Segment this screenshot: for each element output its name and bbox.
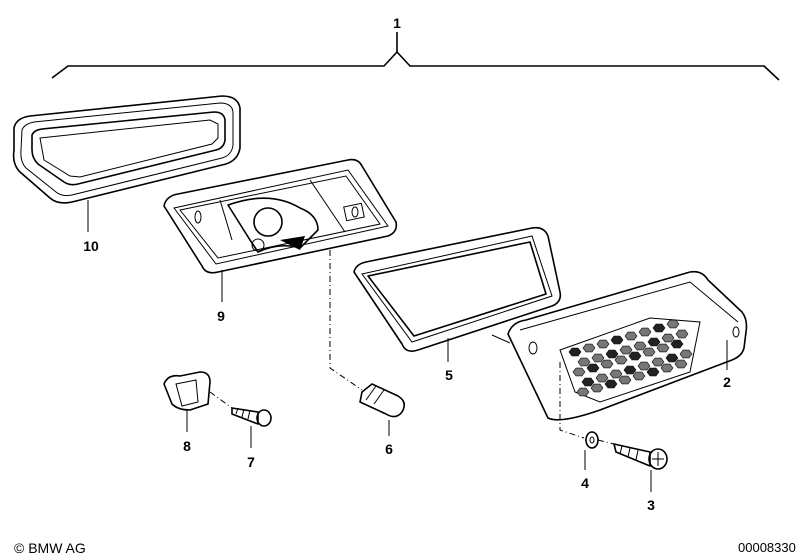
hex-cell <box>646 367 660 377</box>
hex-cell <box>600 359 614 369</box>
part-5-gasket <box>353 226 562 362</box>
hex-cell <box>660 363 674 373</box>
hex-cell <box>582 343 596 353</box>
hex-cell <box>618 375 632 385</box>
callout-4: 4 <box>581 475 589 491</box>
hex-cell <box>675 329 689 339</box>
assembly-bracket <box>51 32 780 81</box>
copyright-text: © BMW AG <box>14 540 86 556</box>
hex-cell <box>596 339 610 349</box>
hex-cell <box>605 349 619 359</box>
bulb-leader <box>329 250 363 391</box>
hex-cell <box>619 345 633 355</box>
hex-cell <box>586 363 600 373</box>
hex-cell <box>628 351 642 361</box>
washer-leader <box>559 362 585 439</box>
callout-1: 1 <box>393 15 401 31</box>
callout-2: 2 <box>723 374 731 390</box>
hex-cell <box>577 357 591 367</box>
callout-5: 5 <box>445 367 453 383</box>
part-9-housing <box>163 158 398 302</box>
hex-cell <box>632 371 646 381</box>
part-3-screw <box>613 443 668 492</box>
hex-cell <box>591 353 605 363</box>
hex-cell <box>656 343 670 353</box>
hex-cell <box>610 335 624 345</box>
hex-cell <box>670 339 684 349</box>
part-7-screw <box>231 407 272 448</box>
hex-cell <box>642 347 656 357</box>
hex-cell <box>568 347 582 357</box>
hex-cell <box>633 341 647 351</box>
hex-cell <box>651 357 665 367</box>
image-number: 00008330 <box>738 540 796 555</box>
hex-cell <box>590 383 604 393</box>
hex-cell <box>609 369 623 379</box>
hex-cell <box>581 377 595 387</box>
screw-3-leader <box>597 439 615 445</box>
hex-cell <box>652 323 666 333</box>
callout-3: 3 <box>647 497 655 513</box>
hex-pattern <box>568 319 693 397</box>
hex-cell <box>595 373 609 383</box>
hex-cell <box>647 337 661 347</box>
hex-cell <box>572 367 586 377</box>
hex-cell <box>604 379 618 389</box>
hex-cell <box>576 387 590 397</box>
hex-cell <box>666 319 680 329</box>
hex-cell <box>624 331 638 341</box>
hex-cell <box>614 355 628 365</box>
part-10-gasket <box>12 95 241 232</box>
hex-cell <box>661 333 675 343</box>
part-2-lens <box>491 270 748 421</box>
callout-10: 10 <box>83 238 99 254</box>
part-4-washer <box>584 431 599 470</box>
hex-cell <box>679 349 693 359</box>
callout-7: 7 <box>247 454 255 470</box>
screw-7-leader <box>209 391 233 409</box>
hex-cell <box>637 361 651 371</box>
part-6-bulb <box>359 383 406 436</box>
callout-9: 9 <box>217 308 225 324</box>
part-8-clip <box>163 371 211 432</box>
callout-8: 8 <box>183 438 191 454</box>
hex-cell <box>665 353 679 363</box>
hex-cell <box>623 365 637 375</box>
hex-cell <box>674 359 688 369</box>
callout-6: 6 <box>385 441 393 457</box>
hex-cell <box>638 327 652 337</box>
